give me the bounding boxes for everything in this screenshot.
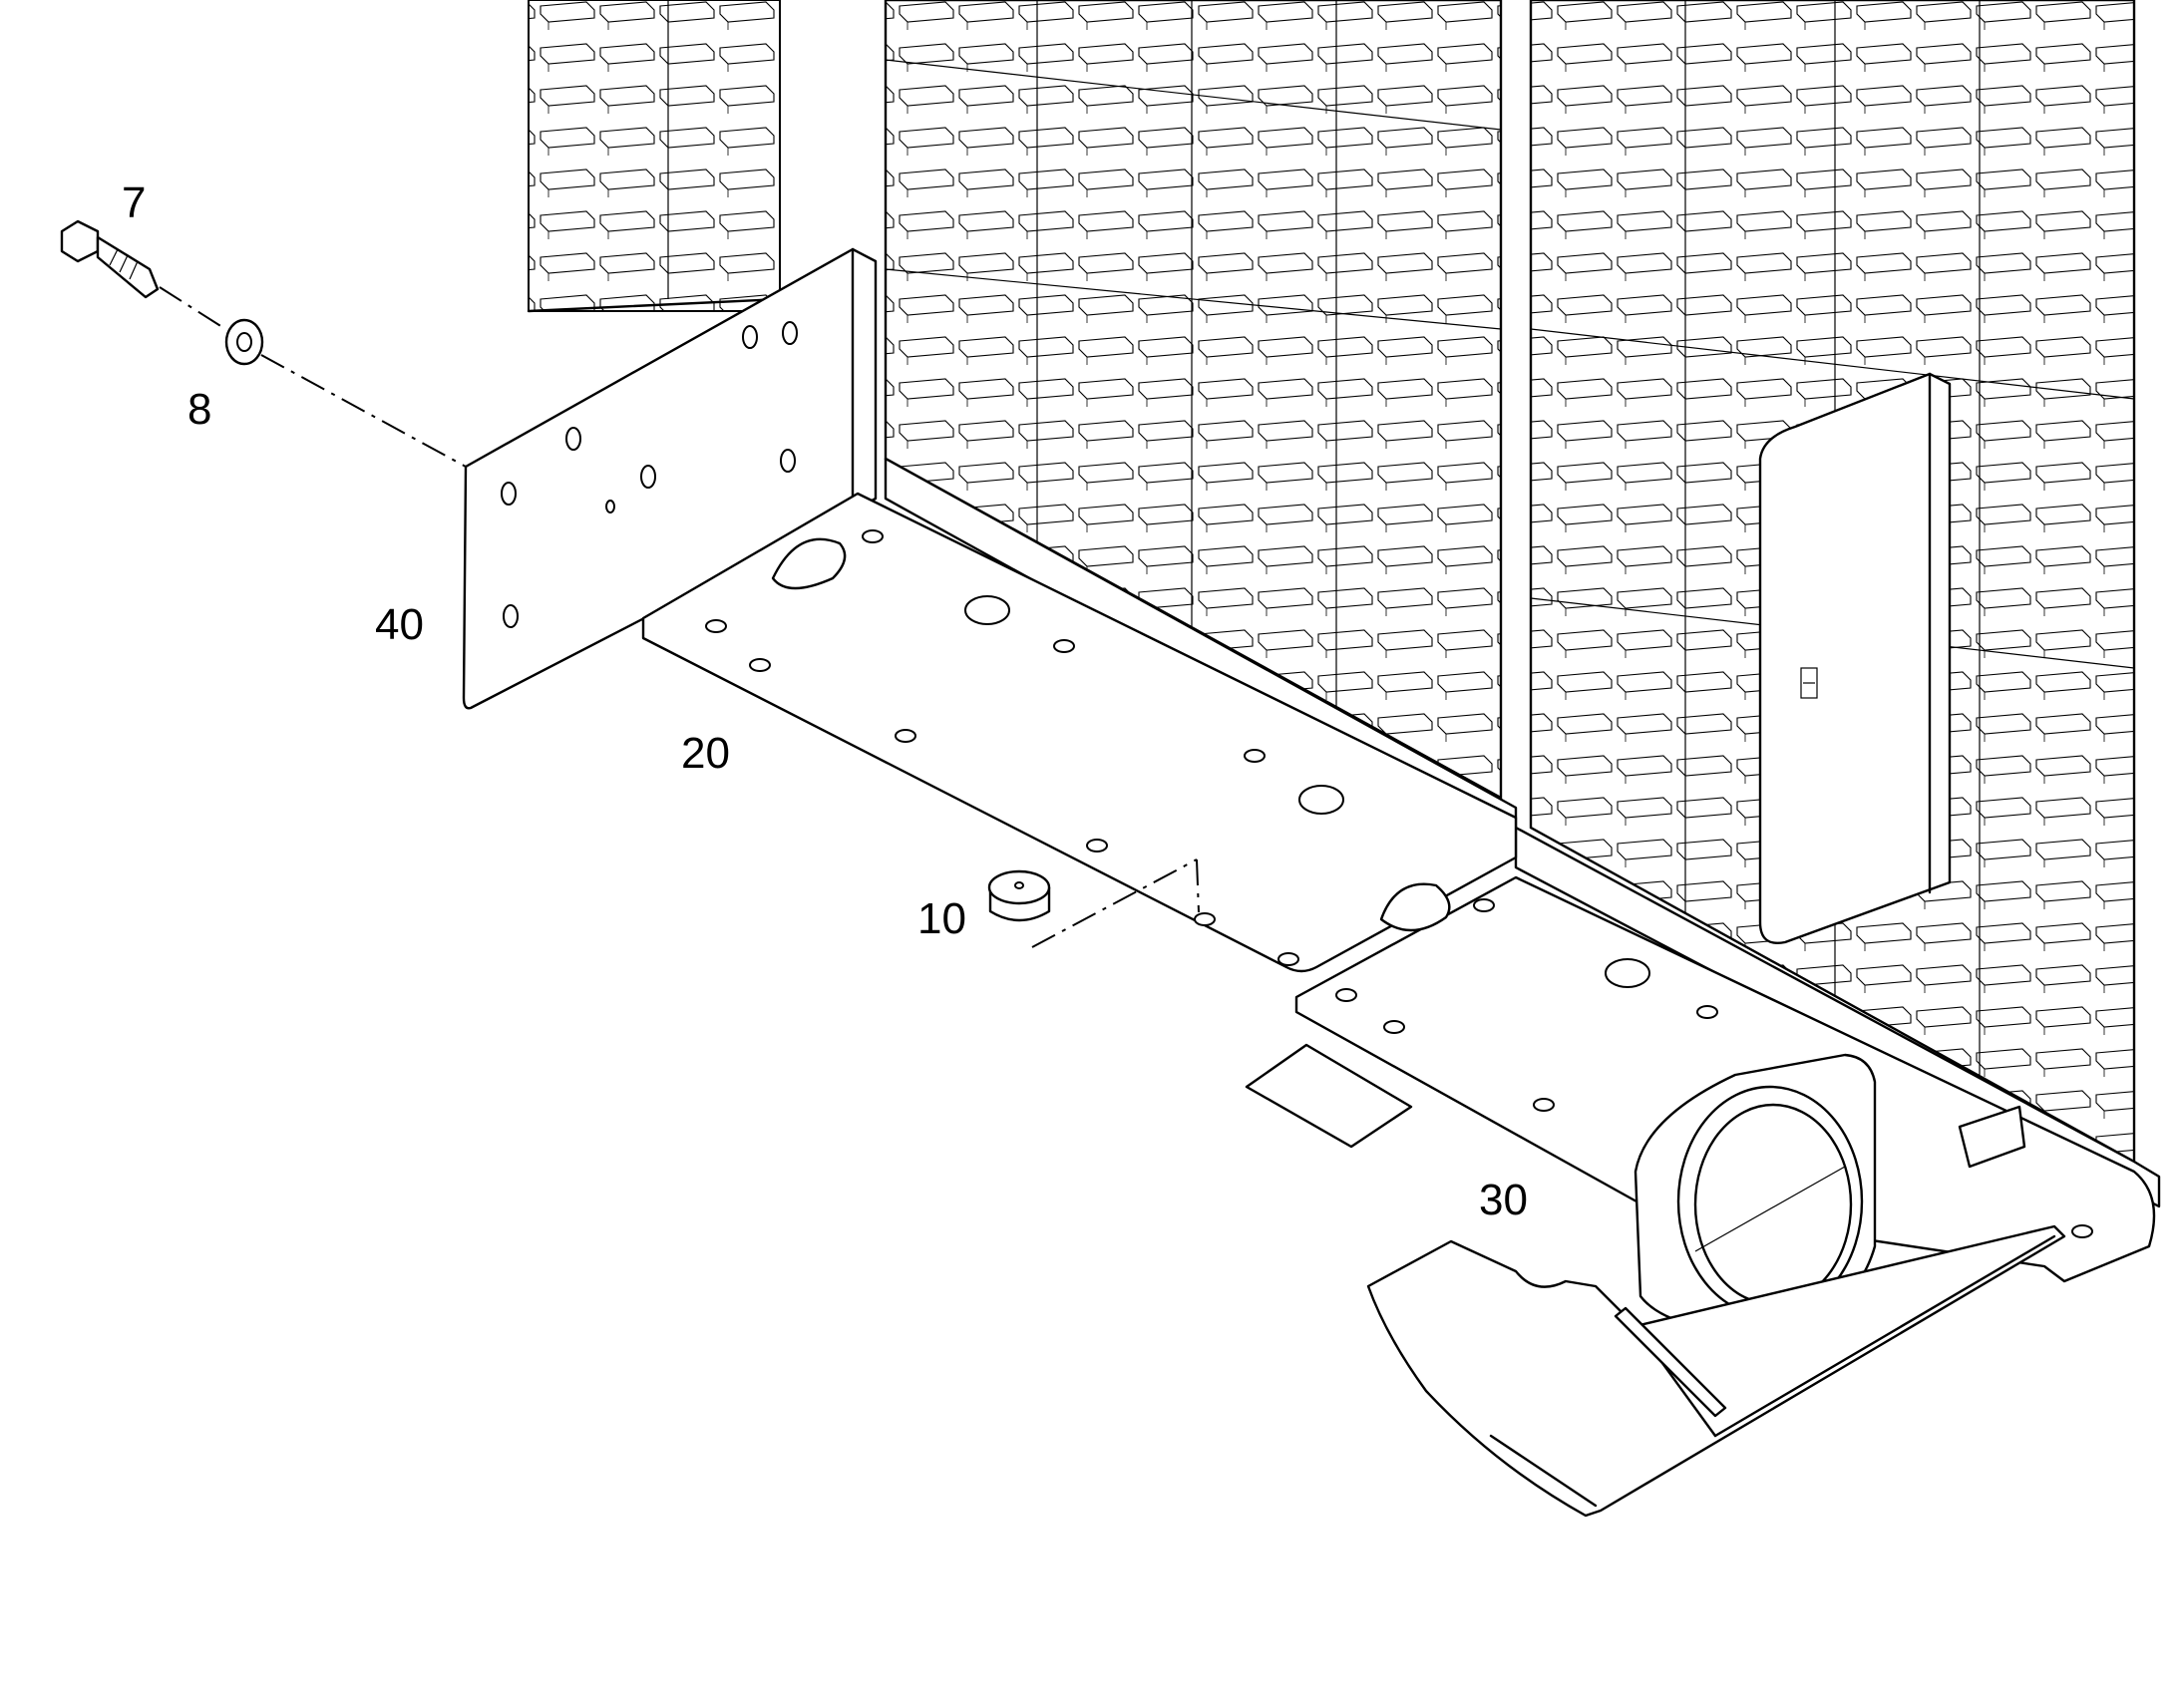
callout-40: 40: [375, 600, 424, 649]
floor-plate-30: [1245, 875, 2156, 1518]
louvre-wall-left: [884, 0, 1503, 801]
callout-8: 8: [187, 385, 211, 434]
bolt-7: [60, 219, 160, 299]
rubber-foot-10: [987, 869, 1051, 922]
small-louvre-panel: [527, 0, 782, 313]
callout-10: 10: [917, 894, 966, 943]
washer-8: [224, 318, 264, 366]
end-plate-40: [462, 247, 878, 710]
floor-plate-20: [641, 492, 1518, 973]
callout-7: 7: [122, 178, 146, 227]
access-door-panel: [1758, 372, 1952, 944]
callout-20: 20: [681, 729, 730, 778]
assembly-lines: [159, 286, 1200, 948]
callout-30: 30: [1479, 1176, 1528, 1224]
